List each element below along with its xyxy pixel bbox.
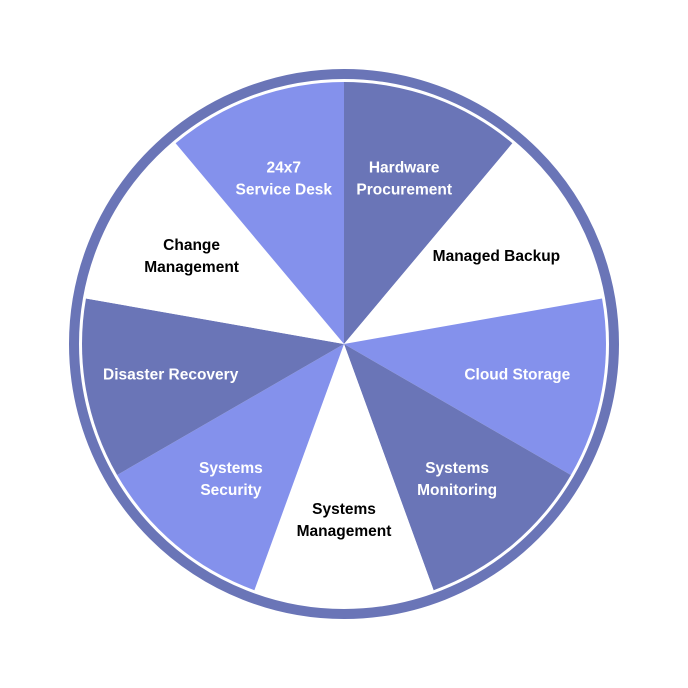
- segment-label-6: Disaster Recovery: [103, 367, 239, 384]
- segment-6: [81, 298, 345, 475]
- segment-label-line: Monitoring: [417, 482, 497, 499]
- segment-label-line: Managed Backup: [433, 248, 560, 265]
- segment-label-line: Service Desk: [236, 182, 333, 199]
- segment-label-line: Systems: [425, 460, 489, 477]
- segment-label-line: Security: [200, 482, 262, 499]
- segment-3: [344, 344, 571, 591]
- segment-label-line: Change: [163, 237, 220, 254]
- segment-label-line: Systems: [312, 501, 376, 518]
- segment-5: [117, 344, 344, 591]
- segments: [81, 82, 607, 607]
- segment-0: [344, 82, 513, 344]
- segment-label-line: Disaster Recovery: [103, 367, 239, 384]
- segment-8: [175, 82, 344, 344]
- segment-7: [85, 143, 344, 344]
- outer-ring: [69, 69, 619, 619]
- segment-label-2: Cloud Storage: [464, 367, 570, 384]
- segment-label-line: Management: [144, 259, 239, 276]
- segment-label-line: Hardware: [369, 160, 440, 177]
- segment-label-line: Cloud Storage: [464, 367, 570, 384]
- segment-label-line: Management: [297, 523, 392, 540]
- segment-2: [344, 298, 607, 475]
- segment-1: [344, 143, 603, 344]
- segment-label-line: Procurement: [356, 182, 452, 199]
- segment-4: [254, 344, 434, 607]
- segment-label-line: 24x7: [267, 160, 301, 177]
- segment-label-line: Systems: [199, 460, 263, 477]
- segment-label-1: Managed Backup: [433, 248, 560, 265]
